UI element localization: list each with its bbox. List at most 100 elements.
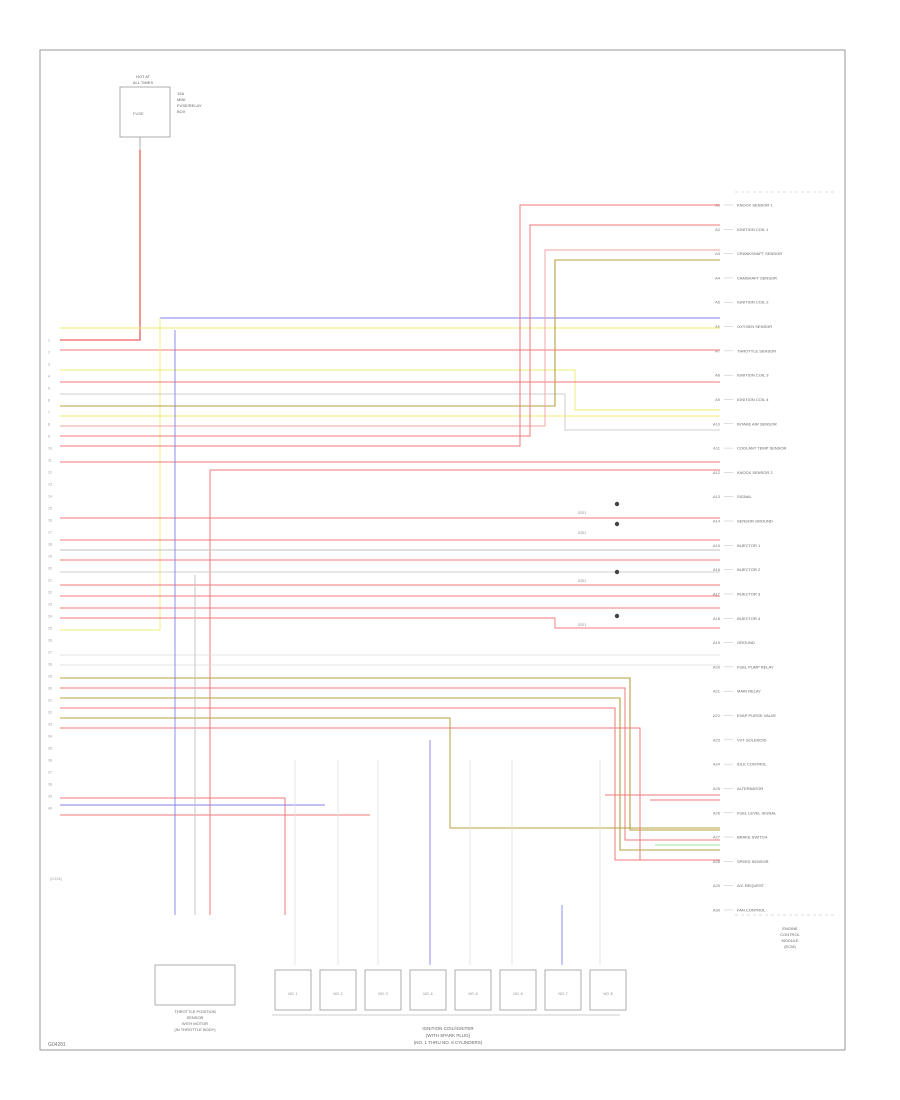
bottom-left-component: THROTTLE POSITION SENSOR WITH MOTOR (IN … — [154, 964, 236, 1032]
ignition-coil-box — [274, 969, 312, 1011]
fuse-box — [119, 86, 171, 138]
left-pin-number: 11 — [48, 459, 52, 463]
wire — [60, 204, 720, 447]
ecm-pin-number: A20 — [713, 664, 721, 669]
left-pin-number: 27 — [48, 651, 52, 655]
ecm-pin-number: A4 — [715, 275, 721, 280]
left-pin-number: 1 — [48, 339, 50, 343]
left-connector-pins: 1234567891011121314151617181920212223242… — [48, 339, 52, 811]
ecm-pin-number: A7 — [715, 348, 721, 353]
ecm-pin-number: A14 — [713, 519, 721, 524]
left-pin-number: 36 — [48, 759, 52, 763]
left-pin-number: 15 — [48, 507, 52, 511]
fuse-note-3: FUSE/RELAY — [177, 103, 202, 108]
left-pin-number: 9 — [48, 435, 50, 439]
ecm-pin-number: A15 — [713, 543, 721, 548]
left-pin-number: 26 — [48, 639, 52, 643]
ecm-pin-number: A23 — [713, 737, 721, 742]
wire — [60, 369, 720, 411]
left-pin-number: 2 — [48, 351, 50, 355]
splice-dot — [614, 501, 620, 507]
coil-group-caption-1: IGNITION COIL/IGNITER — [422, 1026, 474, 1031]
left-pin-number: 35 — [48, 747, 52, 751]
ecm-pin-number: A8 — [715, 373, 721, 378]
left-pin-number: 23 — [48, 603, 52, 607]
ecm-pin-number: A30 — [713, 908, 721, 913]
left-pin-number: 7 — [48, 411, 50, 415]
ecm-pin-number: A2 — [715, 227, 721, 232]
wire — [60, 224, 720, 437]
wire — [60, 687, 720, 841]
ignition-coil-label: NO. 4 — [423, 992, 432, 996]
ignition-coil-box — [409, 969, 447, 1011]
wire — [60, 727, 720, 861]
ecm-pin-label: KNOCK SENSOR 2 — [737, 470, 773, 475]
ecm-caption-3: MODULE — [781, 938, 798, 943]
ecm-pin-label: VVT SOLENOID — [737, 737, 767, 742]
left-pin-number: 19 — [48, 555, 52, 559]
left-pin-number: 34 — [48, 735, 52, 739]
ecm-pin-label: IDLE CONTROL — [737, 762, 767, 767]
ecm-pin-label: ALTERNATOR — [737, 786, 763, 791]
ecm-pin-label: IGNITION COIL 3 — [737, 373, 769, 378]
fuse-label: FUSE — [133, 111, 144, 116]
left-pin-number: 17 — [48, 531, 52, 535]
ecm-pin-label: INJECTOR 4 — [737, 616, 761, 621]
left-pin-number: 22 — [48, 591, 52, 595]
tps-caption-1: THROTTLE POSITION — [174, 1009, 215, 1014]
ecm-pin-number: A22 — [713, 713, 721, 718]
ignition-coil-label: NO. 3 — [378, 992, 387, 996]
left-pin-number: 31 — [48, 699, 52, 703]
ecm-pin-number: A3 — [715, 251, 721, 256]
ecm-caption-2: CONTROL — [780, 932, 800, 937]
left-pin-number: 13 — [48, 483, 52, 487]
ecm-pin-number: A27 — [713, 835, 721, 840]
left-pin-number: 24 — [48, 615, 52, 619]
ecm-pin-label: INJECTOR 3 — [737, 591, 761, 596]
wire — [60, 617, 720, 629]
ecm-pin-label: IGNITION COIL 1 — [737, 227, 769, 232]
wire — [60, 318, 161, 631]
fuse-block: HOT AT ALL TIMES FUSE 15A MINI FUSE/RELA… — [119, 74, 202, 150]
left-pin-number: 5 — [48, 387, 50, 391]
left-pin-number: 3 — [48, 363, 50, 367]
left-pin-number: 39 — [48, 795, 52, 799]
coil-group-caption-3: (NO. 1 THRU NO. 8 CYLINDERS) — [414, 1040, 483, 1045]
left-pin-number: 8 — [48, 423, 50, 427]
left-pin-number: 29 — [48, 675, 52, 679]
wire — [60, 717, 720, 829]
wire — [60, 259, 720, 407]
ecm-pin-label: SENSOR GROUND — [737, 519, 773, 524]
left-pin-number: 6 — [48, 399, 50, 403]
coil-group-caption-2: (WITH SPARK PLUG) — [426, 1033, 471, 1038]
ecm-pin-number: A26 — [713, 810, 721, 815]
ecm-pin-label: IGNITION COIL 2 — [737, 300, 769, 305]
ecm-pin-number: A9 — [715, 397, 721, 402]
ecm-pin-number: A18 — [713, 616, 721, 621]
left-pin-number: 32 — [48, 711, 52, 715]
left-pin-number: 33 — [48, 723, 52, 727]
left-pin-number: 21 — [48, 579, 52, 583]
ecm-pin-number: A10 — [713, 421, 721, 426]
ecm-pin-label: IGNITION COIL 4 — [737, 397, 769, 402]
ignition-coil-label: NO. 2 — [333, 992, 342, 996]
left-connector-caption: (C101) — [50, 876, 63, 881]
ecm-pin-number: A29 — [713, 883, 721, 888]
splice-dot — [614, 521, 620, 527]
ecm-pin-number: A16 — [713, 567, 721, 572]
fuse-note-4: BOX — [177, 109, 186, 114]
ecm-pin-number: A19 — [713, 640, 721, 645]
wire — [60, 797, 286, 915]
ecm-pin-label: FAN CONTROL — [737, 908, 766, 913]
left-pin-number: 12 — [48, 471, 52, 475]
ecm-pin-label: CAMSHAFT SENSOR — [737, 275, 777, 280]
left-pin-number: 16 — [48, 519, 52, 523]
ecm-pin-number: A24 — [713, 762, 721, 767]
wire — [60, 393, 720, 431]
ecm-pin-label: KNOCK SENSOR 1 — [737, 203, 773, 208]
splice-label: S201 — [578, 531, 586, 535]
